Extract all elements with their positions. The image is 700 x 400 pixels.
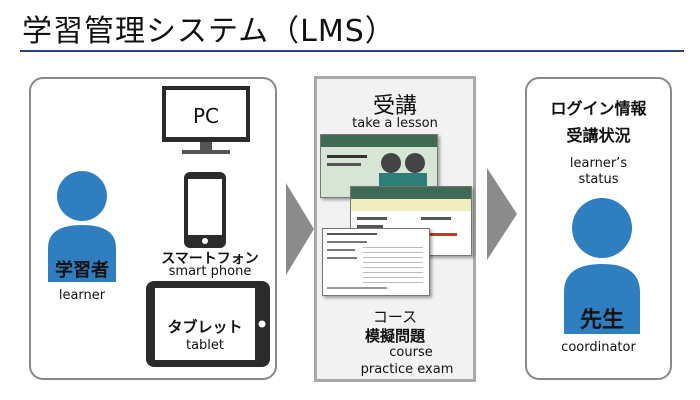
coordinator-label-en: coordinator — [561, 340, 636, 355]
tablet-label-ja: タブレット — [167, 318, 243, 336]
status-label-en-2: status — [578, 172, 619, 187]
status-label-ja: 受講状況 — [566, 126, 631, 145]
pc-label: PC — [192, 104, 220, 128]
arrow-right-icon — [286, 183, 314, 275]
course-label-en: course — [389, 345, 433, 360]
exam-label-ja: 模擬問題 — [364, 327, 425, 345]
exam-screenshot — [322, 228, 430, 296]
arrow-right-icon — [487, 168, 517, 260]
learner-person-icon — [44, 170, 120, 282]
tablet-icon — [146, 281, 270, 367]
learner-label-ja: 学習者 — [55, 260, 109, 281]
coordinator-person-icon — [560, 196, 644, 334]
tablet-label-en: tablet — [185, 338, 225, 353]
page-title: 学習管理システム（LMS） — [22, 14, 396, 49]
status-label-en-1: learner’s — [569, 156, 628, 171]
pc-monitor-icon — [160, 86, 252, 156]
smartphone-icon — [184, 172, 226, 248]
lesson-heading-en: take a lesson — [352, 116, 438, 131]
coordinator-label-ja: 先生 — [579, 308, 624, 333]
title-underline — [20, 50, 684, 52]
lesson-heading-ja: 受講 — [372, 94, 417, 119]
smartphone-label-ja: スマートフォン — [161, 251, 259, 267]
course-label-ja: コース — [372, 308, 418, 326]
smartphone-label-en: smart phone — [168, 264, 252, 279]
login-info-label: ログイン情報 — [550, 99, 647, 118]
exam-label-en: practice exam — [360, 362, 454, 377]
learner-label-en: learner — [58, 288, 106, 303]
